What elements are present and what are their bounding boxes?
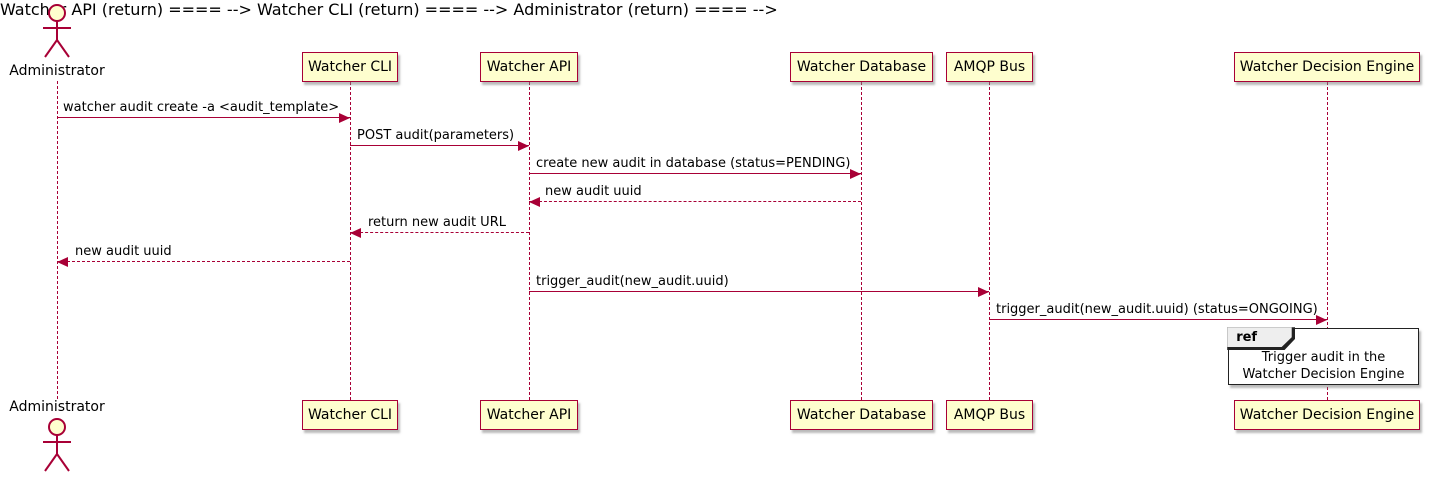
person-icon — [43, 4, 71, 58]
participant-box-amqp-bus-bottom: AMQP Bus — [946, 400, 1033, 430]
participant-box-watcher-decision-engine-top: Watcher Decision Engine — [1234, 52, 1420, 82]
arrow-left-icon — [529, 197, 540, 207]
arrow-right-icon — [978, 287, 989, 297]
participant-box-watcher-database-top: Watcher Database — [790, 52, 933, 82]
lifeline-watcher-cli — [350, 82, 351, 400]
ref-frame: ref Trigger audit in the Watcher Decisio… — [1227, 327, 1419, 385]
participant-box-watcher-cli-bottom: Watcher CLI — [302, 400, 398, 430]
ref-text: Trigger audit in the Watcher Decision En… — [1229, 349, 1418, 383]
message-line — [529, 173, 861, 174]
arrow-left-icon — [57, 257, 68, 267]
message-line — [529, 201, 861, 202]
ref-tab: ref — [1227, 327, 1296, 351]
lifeline-watcher-decision-engine — [1327, 82, 1328, 400]
ref-keyword: ref — [1227, 327, 1292, 348]
participant-box-watcher-api-bottom: Watcher API — [480, 400, 578, 430]
participant-box-watcher-cli-top: Watcher CLI — [302, 52, 398, 82]
message-label: trigger_audit(new_audit.uuid) (status=ON… — [996, 302, 1318, 317]
message-label: POST audit(parameters) — [357, 128, 515, 143]
message-label: new audit uuid — [75, 244, 172, 259]
message-line — [57, 117, 350, 118]
message-label: new audit uuid — [545, 184, 642, 199]
actor-label-top: Administrator — [9, 63, 105, 79]
lifeline-watcher-api — [529, 82, 530, 400]
arrow-right-icon — [1316, 315, 1327, 325]
lifeline-administrator — [57, 81, 58, 399]
participant-box-watcher-decision-engine-bottom: Watcher Decision Engine — [1234, 400, 1420, 430]
arrow-right-icon — [518, 141, 529, 151]
arrow-right-icon — [850, 169, 861, 179]
message-line — [57, 261, 350, 262]
actor-label-bottom: Administrator — [9, 399, 105, 415]
message-line — [350, 145, 529, 146]
arrow-right-icon — [339, 113, 350, 123]
person-icon — [43, 418, 71, 472]
lifeline-watcher-database — [861, 82, 862, 400]
ref-text-line-1: Trigger audit in the — [1261, 350, 1386, 365]
message-label: create new audit in database (status=PEN… — [536, 156, 851, 171]
participant-box-watcher-api-top: Watcher API — [480, 52, 578, 82]
message-label: watcher audit create -a <audit_template> — [63, 100, 340, 115]
message-label: trigger_audit(new_audit.uuid) — [536, 274, 729, 289]
lifeline-amqp-bus — [989, 82, 990, 400]
message-line — [989, 319, 1327, 320]
participant-box-watcher-database-bottom: Watcher Database — [790, 400, 933, 430]
message-line — [350, 232, 529, 233]
ref-text-line-2: Watcher Decision Engine — [1242, 367, 1405, 382]
arrow-left-icon — [350, 228, 361, 238]
message-line — [529, 291, 989, 292]
message-label: return new audit URL — [368, 215, 506, 230]
participant-box-amqp-bus-top: AMQP Bus — [946, 52, 1033, 82]
